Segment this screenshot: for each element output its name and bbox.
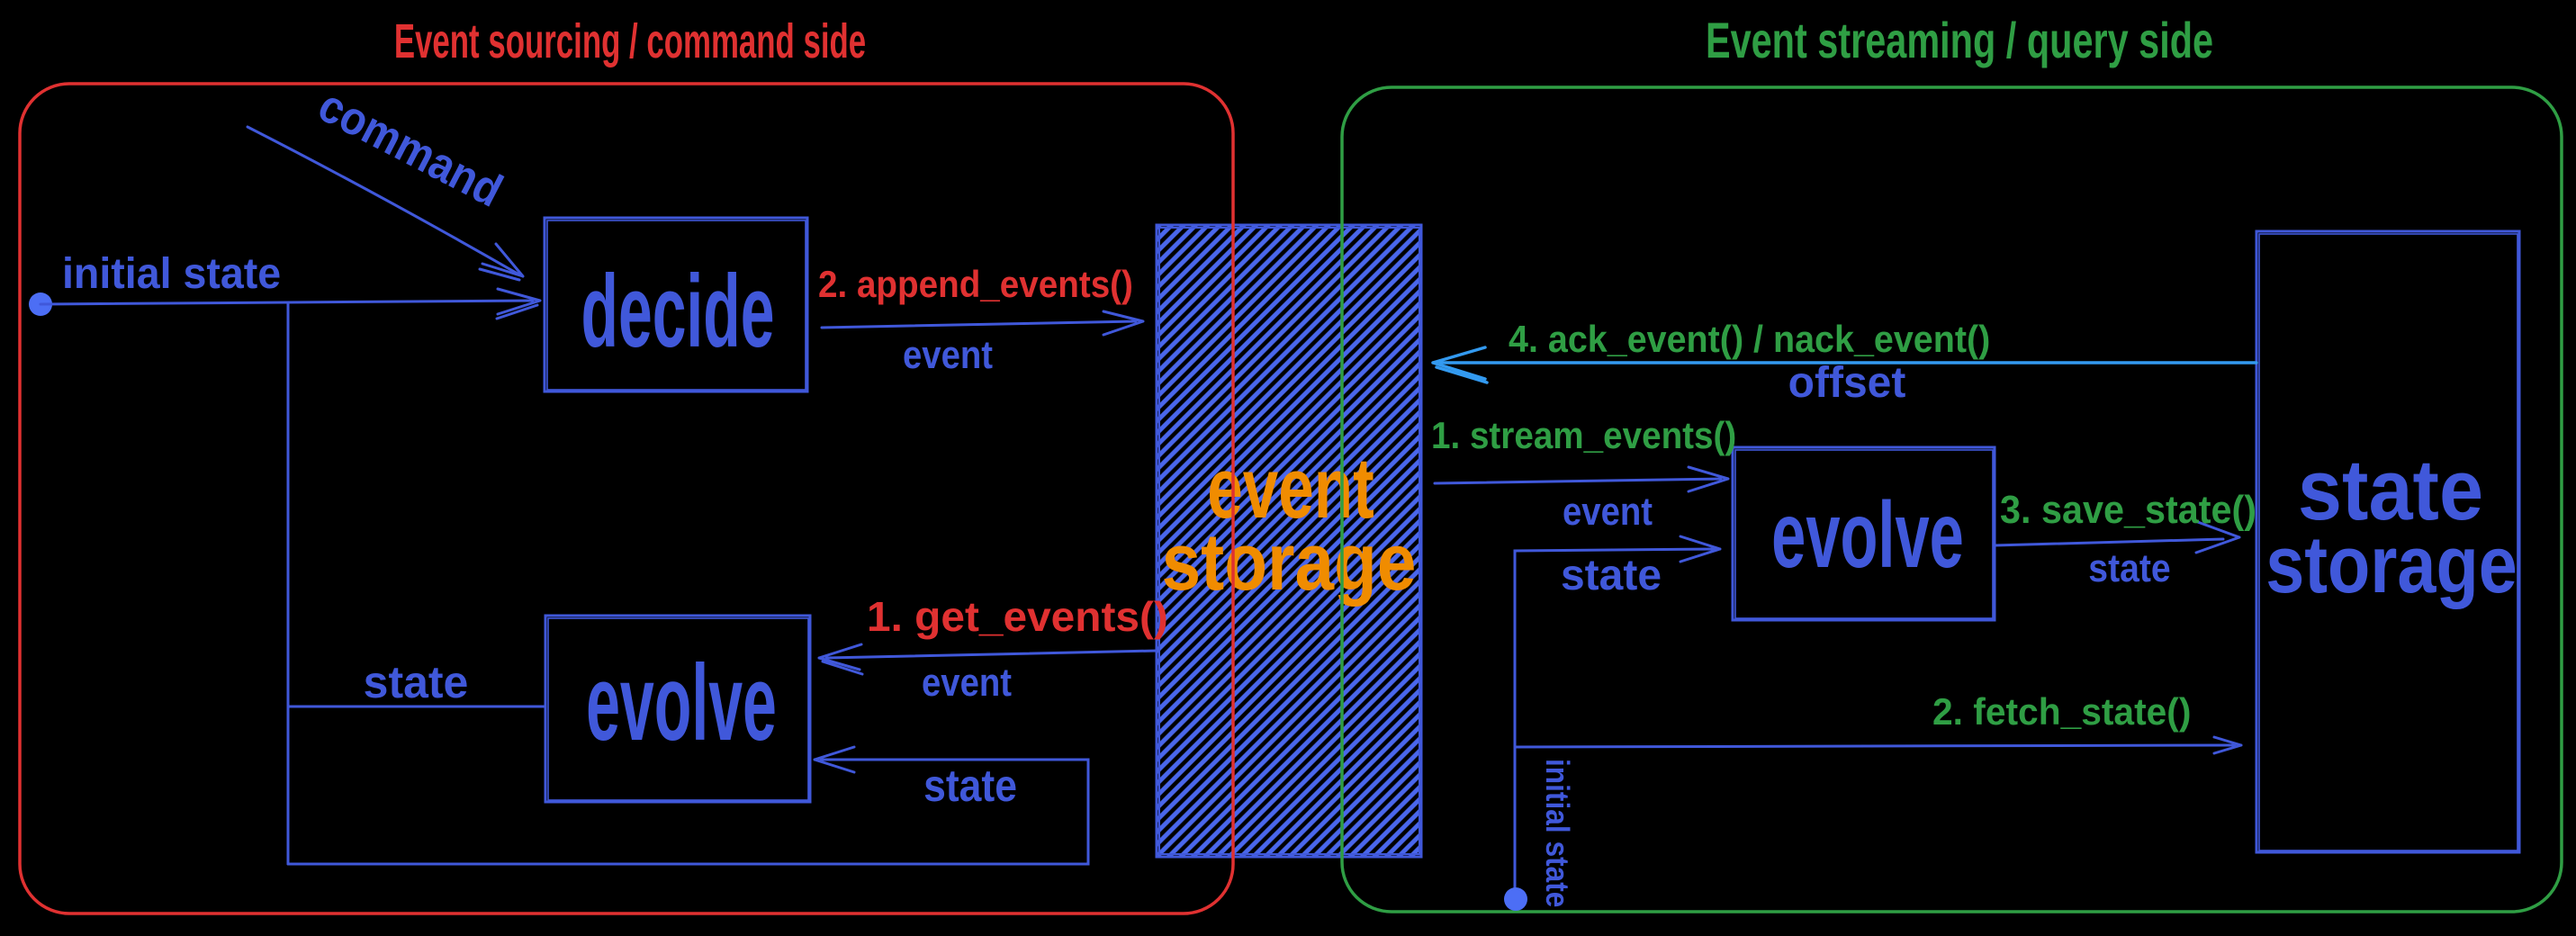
svg-text:1. get_events(): 1. get_events() bbox=[867, 594, 1168, 640]
svg-text:storage: storage bbox=[1162, 517, 1417, 607]
svg-text:3. save_state(): 3. save_state() bbox=[2000, 488, 2256, 532]
svg-text:event: event bbox=[1563, 490, 1653, 534]
svg-text:state: state bbox=[1561, 552, 1662, 599]
svg-text:4. ack_event() / nack_event(): 4. ack_event() / nack_event() bbox=[1509, 318, 1990, 360]
svg-text:initial state: initial state bbox=[62, 249, 281, 298]
svg-text:2. fetch_state(): 2. fetch_state() bbox=[1932, 690, 2191, 733]
svg-text:evolve: evolve bbox=[586, 643, 777, 763]
svg-text:2. append_events(): 2. append_events() bbox=[818, 262, 1133, 305]
svg-text:state: state bbox=[2088, 545, 2170, 590]
svg-text:state: state bbox=[923, 761, 1017, 812]
svg-text:state: state bbox=[2298, 442, 2483, 538]
svg-text:initial state: initial state bbox=[1539, 759, 1575, 907]
svg-text:state: state bbox=[364, 657, 469, 707]
svg-text:Event streaming / query side: Event streaming / query side bbox=[1706, 13, 2213, 69]
svg-text:offset: offset bbox=[1788, 359, 1906, 407]
svg-text:event: event bbox=[903, 333, 993, 377]
svg-text:event: event bbox=[922, 661, 1012, 705]
svg-text:storage: storage bbox=[2265, 519, 2517, 610]
svg-text:Event sourcing / command side: Event sourcing / command side bbox=[394, 14, 866, 68]
svg-text:decide: decide bbox=[581, 254, 775, 369]
svg-text:1. stream_events(): 1. stream_events() bbox=[1431, 413, 1736, 456]
svg-text:event: event bbox=[1207, 440, 1374, 536]
svg-text:evolve: evolve bbox=[1771, 482, 1964, 588]
